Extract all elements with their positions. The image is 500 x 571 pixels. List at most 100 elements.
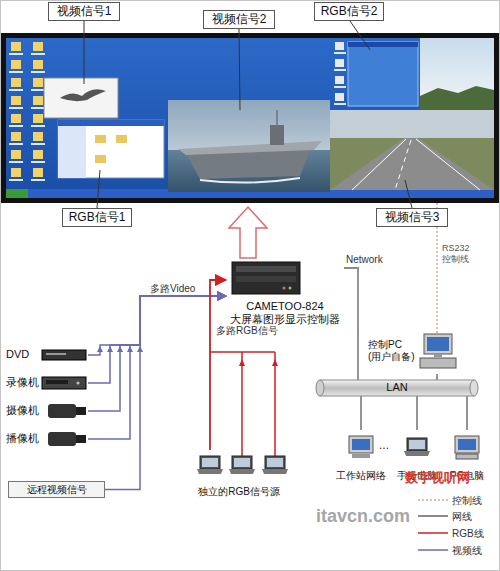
video-sources [42, 346, 143, 446]
legend-row: 控制线 [418, 494, 482, 507]
laptop-screen [265, 456, 285, 469]
tree-line [420, 86, 494, 110]
lane-marking [416, 139, 480, 190]
camera-body [48, 404, 76, 418]
leader-line [405, 180, 412, 208]
rgb-sources [197, 352, 288, 474]
bird-image [60, 89, 106, 101]
carrier-wake [200, 178, 300, 183]
screen-frame [1, 33, 499, 203]
signal-note: RS232 控制线 [442, 243, 478, 265]
laptop-screen [232, 456, 252, 469]
bus-arrowhead [117, 346, 123, 352]
camera-lens [76, 407, 86, 415]
control-pc: 控制PC(用户自备) [366, 328, 456, 374]
hollow-arrow [229, 207, 267, 258]
laptop-display [234, 458, 250, 467]
window-titlebar [58, 120, 164, 126]
start-button [6, 189, 28, 198]
carrier-video-sky [168, 100, 330, 192]
node-label: DVD [4, 348, 29, 361]
rack-panel [236, 266, 296, 272]
leader-line [97, 170, 100, 208]
callout-box: RGB信号2 [314, 2, 384, 21]
pc-stand [434, 354, 442, 357]
controller-unit: CAMETOO-824大屏幕图形显示控制器 [226, 258, 344, 326]
tape-slot [46, 380, 68, 384]
photo-window [44, 78, 118, 118]
node-label: 播像机 [4, 432, 39, 445]
node-label: 工作站网络 [336, 470, 386, 482]
window-sidepane [58, 126, 86, 178]
callout-leaders [84, 21, 412, 208]
laptop-base [404, 451, 430, 456]
network-line [466, 396, 468, 430]
lan-cylinder-end [470, 380, 478, 396]
lan-bus: LAN [320, 380, 474, 396]
network-side [316, 203, 479, 459]
pc-case [420, 358, 456, 368]
node-label: 远程视频信号 [27, 484, 87, 496]
callout-box: RGB信号1 [62, 208, 132, 227]
node-label: RGB信号1 [69, 210, 126, 224]
legend-row: RGB线 [418, 527, 484, 540]
video-source: DVD [4, 345, 88, 365]
folder-icon [95, 155, 106, 163]
edge-label: Network [346, 254, 383, 266]
pc-case [456, 454, 478, 459]
node-label: (用户自备) [366, 351, 415, 363]
lane-marking [352, 139, 406, 190]
vcr-button [76, 381, 79, 384]
network-client: 工作站网络 [330, 430, 392, 482]
video-line [105, 296, 226, 490]
laptop-screen [200, 456, 220, 469]
pc-monitor [424, 334, 452, 354]
status-light [283, 287, 286, 290]
workstation-monitor [349, 436, 373, 453]
rgb-line [210, 280, 226, 450]
legend-sample-rgb [418, 532, 448, 534]
edge-label: 多路RGB信号 [216, 325, 278, 337]
bus-arrowhead [107, 346, 113, 352]
node-label: 独立的RGB信号源 [198, 486, 280, 498]
remote-video-box: 远程视频信号 [8, 481, 105, 498]
lan-cylinder-end [316, 380, 324, 396]
legend-sample-network [418, 515, 448, 517]
legend-label: 网线 [452, 511, 472, 523]
vcr-icon [42, 377, 86, 389]
pc-monitor [455, 436, 479, 453]
laptop-display [409, 440, 425, 449]
video-source: 播像机 [4, 429, 88, 449]
status-light [289, 287, 292, 290]
node-label: 视频信号3 [385, 210, 440, 224]
road-video-ground [330, 138, 494, 190]
explorer-window [58, 120, 164, 178]
legend-label: 控制线 [452, 495, 482, 507]
disc-slot [46, 353, 66, 355]
legend-sample-video [418, 549, 448, 551]
video-source: 摄像机 [4, 401, 88, 421]
laptop-base [262, 469, 288, 474]
laptop-screen [407, 438, 427, 451]
landscape-photo [420, 38, 494, 110]
dvd-player [42, 350, 86, 360]
lan-cylinder [320, 380, 474, 396]
camera-lens [76, 435, 86, 443]
callout-box: 视频信号3 [376, 208, 448, 227]
video-line [88, 296, 226, 439]
rgb-arrowhead [239, 359, 245, 366]
folder-icon [116, 135, 127, 143]
video-source: 录像机 [4, 373, 88, 393]
rack-chassis [232, 262, 300, 294]
legend-label: RGB线 [452, 528, 484, 540]
workstation-screen [352, 439, 370, 450]
leader-line [84, 21, 85, 84]
connectors [88, 268, 467, 490]
desktop-icons [332, 40, 348, 108]
watermark: 数字视听网 [405, 470, 485, 486]
node-label: CAMETOO-824 [246, 300, 323, 313]
network-line [436, 374, 438, 380]
